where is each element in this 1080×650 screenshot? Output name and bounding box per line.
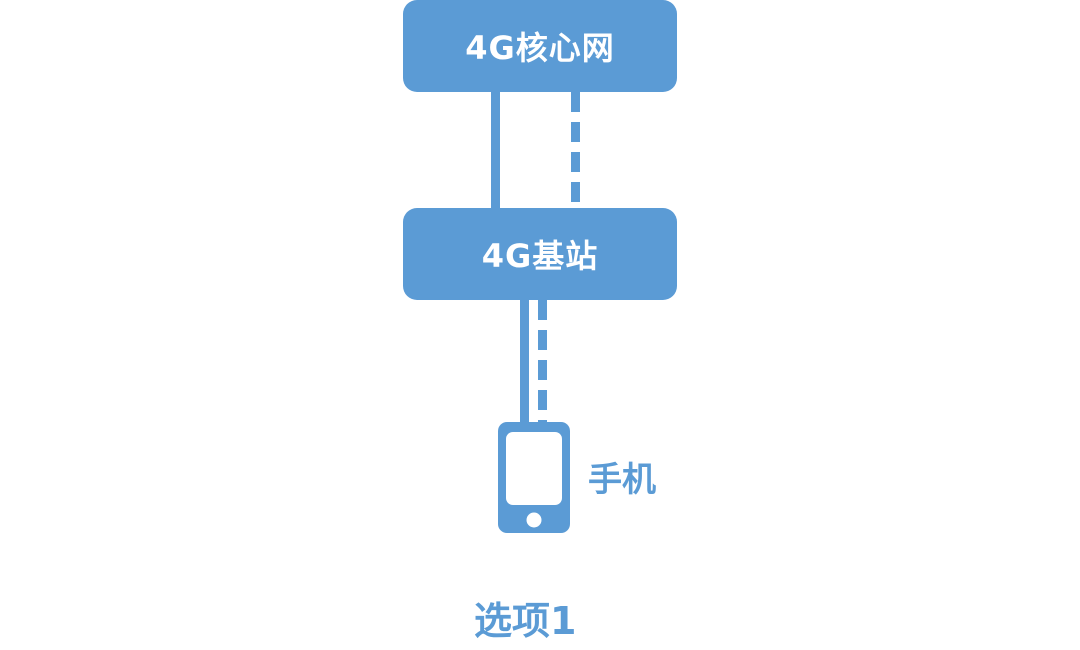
phone-label: 手机 (588, 460, 656, 500)
core-to-station-dashed-line (571, 92, 580, 208)
core-network-node: 4G核心网 (403, 0, 677, 92)
phone-icon (498, 422, 570, 533)
core-to-station-solid-line (491, 92, 500, 208)
core-network-label: 4G核心网 (465, 29, 615, 67)
station-to-phone-solid-line (520, 300, 529, 424)
station-to-phone-dashed-line (538, 300, 547, 424)
base-station-node: 4G基站 (403, 208, 677, 300)
option-caption: 选项1 (474, 599, 577, 643)
base-station-label: 4G基站 (481, 237, 599, 275)
